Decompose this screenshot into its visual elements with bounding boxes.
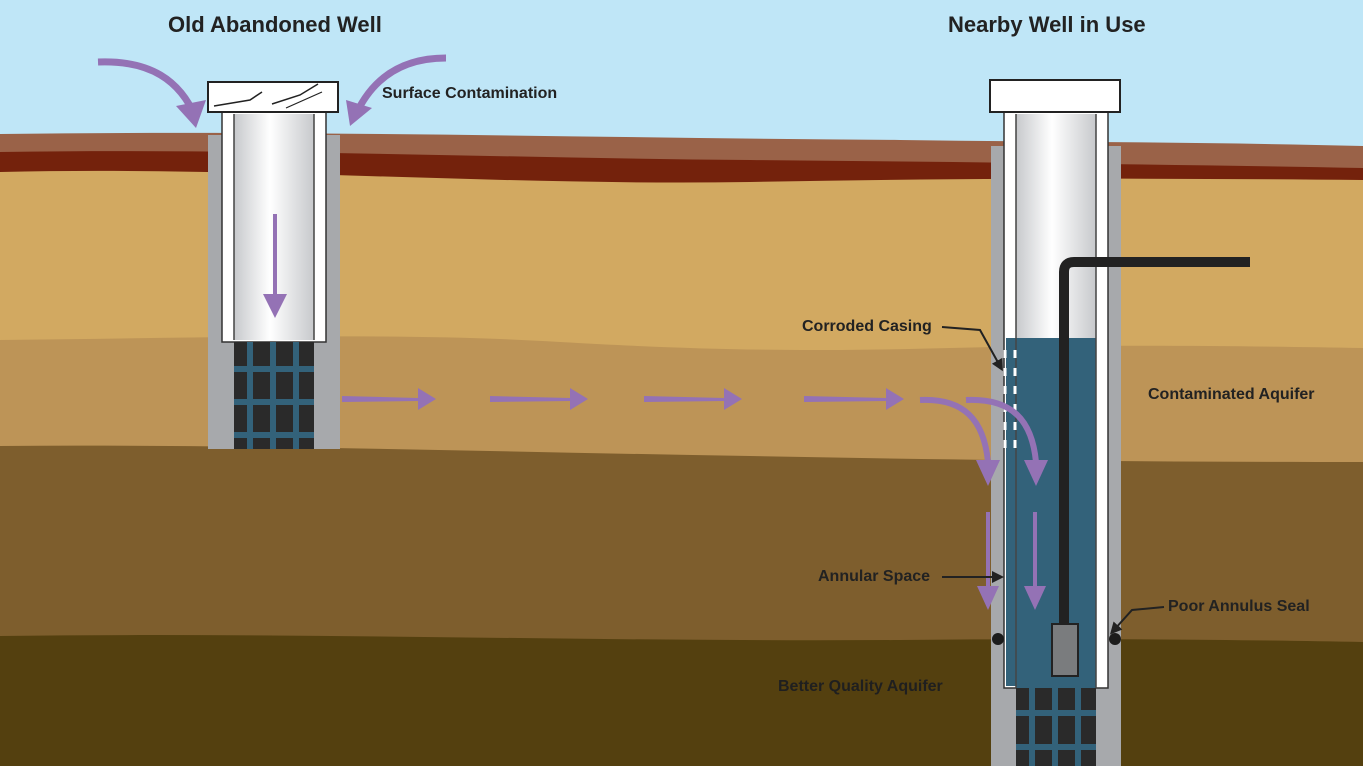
corroded-casing-label: Corroded Casing xyxy=(802,318,932,335)
poor-annulus-seal-label: Poor Annulus Seal xyxy=(1168,598,1310,615)
flow-arrow xyxy=(490,388,588,410)
right-well-casing-inner xyxy=(1016,114,1096,338)
flow-arrow xyxy=(804,388,904,410)
flow-arrow xyxy=(342,388,436,410)
seal-point-left xyxy=(992,633,1004,645)
discharge-pipe xyxy=(1059,257,1250,640)
left-well-screen xyxy=(234,342,314,449)
old-abandoned-well xyxy=(97,54,447,449)
left-well-title: Old Abandoned Well xyxy=(168,12,382,37)
better-quality-aquifer-label: Better Quality Aquifer xyxy=(778,678,943,695)
contamination-entry-arrow-outer xyxy=(919,396,991,463)
contamination-entry-arrow-inner xyxy=(965,396,1039,463)
poor-annulus-seal-leader xyxy=(1109,606,1165,635)
surface-contamination-label: Surface Contamination xyxy=(382,85,558,102)
right-well-screen xyxy=(1016,688,1096,766)
aquifer-flow-arrows xyxy=(342,388,904,410)
left-well-broken-cap xyxy=(207,81,339,113)
better-quality-aquifer-layer xyxy=(0,635,1363,766)
annular-water xyxy=(1006,338,1016,686)
surface-contamination-arrow-right xyxy=(352,54,447,116)
nearby-well-in-use xyxy=(919,79,1250,766)
right-well-title: Nearby Well in Use xyxy=(948,12,1146,37)
corroded-casing-leader xyxy=(941,326,1003,372)
seal-point-right xyxy=(1109,633,1121,645)
annular-space-label: Annular Space xyxy=(818,568,931,585)
submersible-pump xyxy=(1051,623,1079,677)
contaminated-aquifer-label: Contaminated Aquifer xyxy=(1148,386,1315,403)
flow-arrow xyxy=(644,388,742,410)
right-well-cap xyxy=(989,79,1121,113)
